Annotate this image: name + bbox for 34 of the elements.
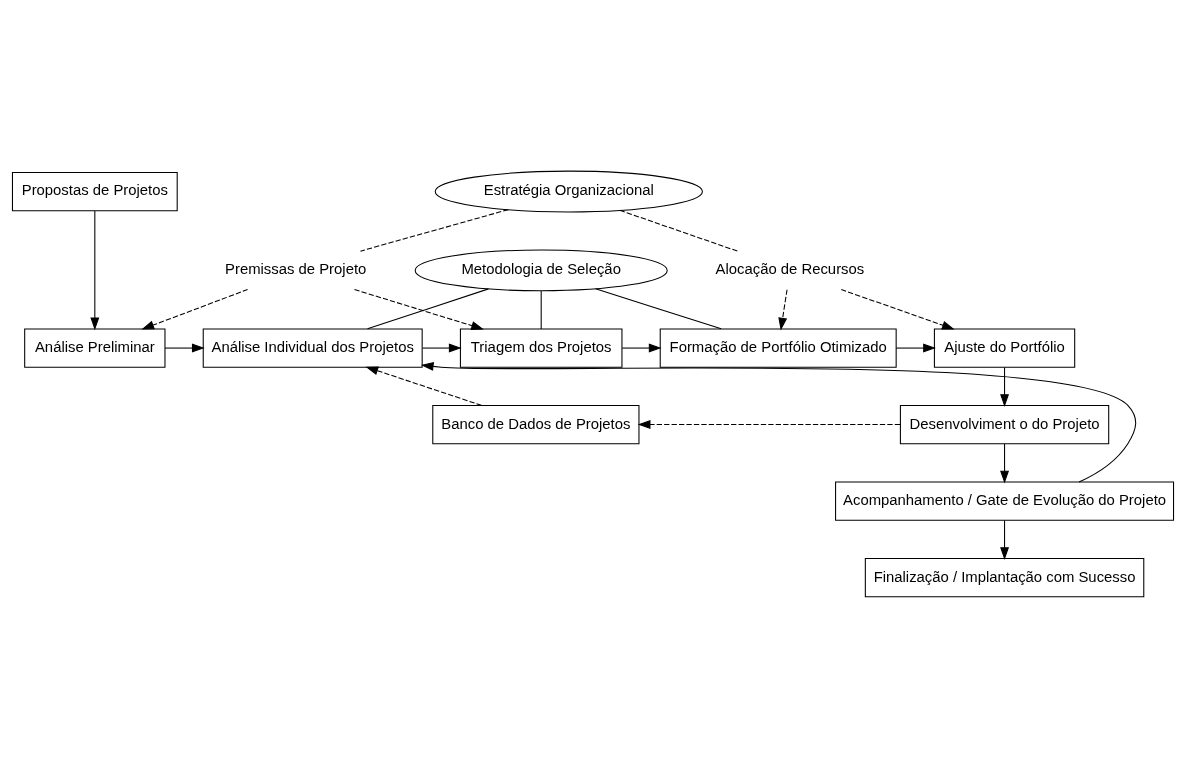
arrow: [420, 361, 1137, 482]
node-box: Formação de Portfólio Otimizado: [659, 327, 897, 368]
node-box: Ajuste do Portfólio: [933, 327, 1076, 368]
arrow: [141, 288, 249, 329]
node-text: Alocação de Recursos: [715, 260, 865, 277]
arrow: [637, 419, 901, 429]
arrow: [90, 209, 100, 330]
connector: [595, 287, 722, 329]
node-box: Propostas de Projetos: [11, 171, 178, 211]
node-box: Triagem dos Projetos: [459, 327, 623, 368]
arrow: [1000, 443, 1009, 483]
arrow: [1000, 366, 1009, 407]
connector: [540, 289, 542, 329]
arrow: [840, 288, 955, 329]
arrow: [1000, 519, 1009, 560]
arrow: [421, 343, 462, 353]
arrow: [778, 288, 788, 330]
arrow: [353, 288, 484, 330]
connector: [367, 287, 489, 329]
arrow: [164, 343, 205, 353]
node-box: Desenvolviment o do Projeto: [899, 404, 1110, 444]
node-box: Banco de Dados de Projetos: [432, 404, 640, 444]
node-ellipse: Estratégia Organizacional: [434, 170, 703, 212]
arrow: [365, 366, 482, 406]
node-box: Análise Preliminar: [24, 327, 166, 368]
arrow: [621, 343, 662, 353]
node-box: Análise Individual dos Projetos: [202, 327, 423, 368]
connector: [359, 208, 509, 252]
node-ellipse: Metodologia de Seleção: [414, 248, 668, 291]
connector: [619, 209, 739, 252]
node-text: Premissas de Projeto: [225, 260, 367, 277]
arrow: [895, 343, 936, 353]
node-box: Finalização / Implantação com Sucesso: [864, 557, 1145, 597]
node-box: Acompanhamento / Gate de Evolução do Projeto: [835, 480, 1175, 521]
